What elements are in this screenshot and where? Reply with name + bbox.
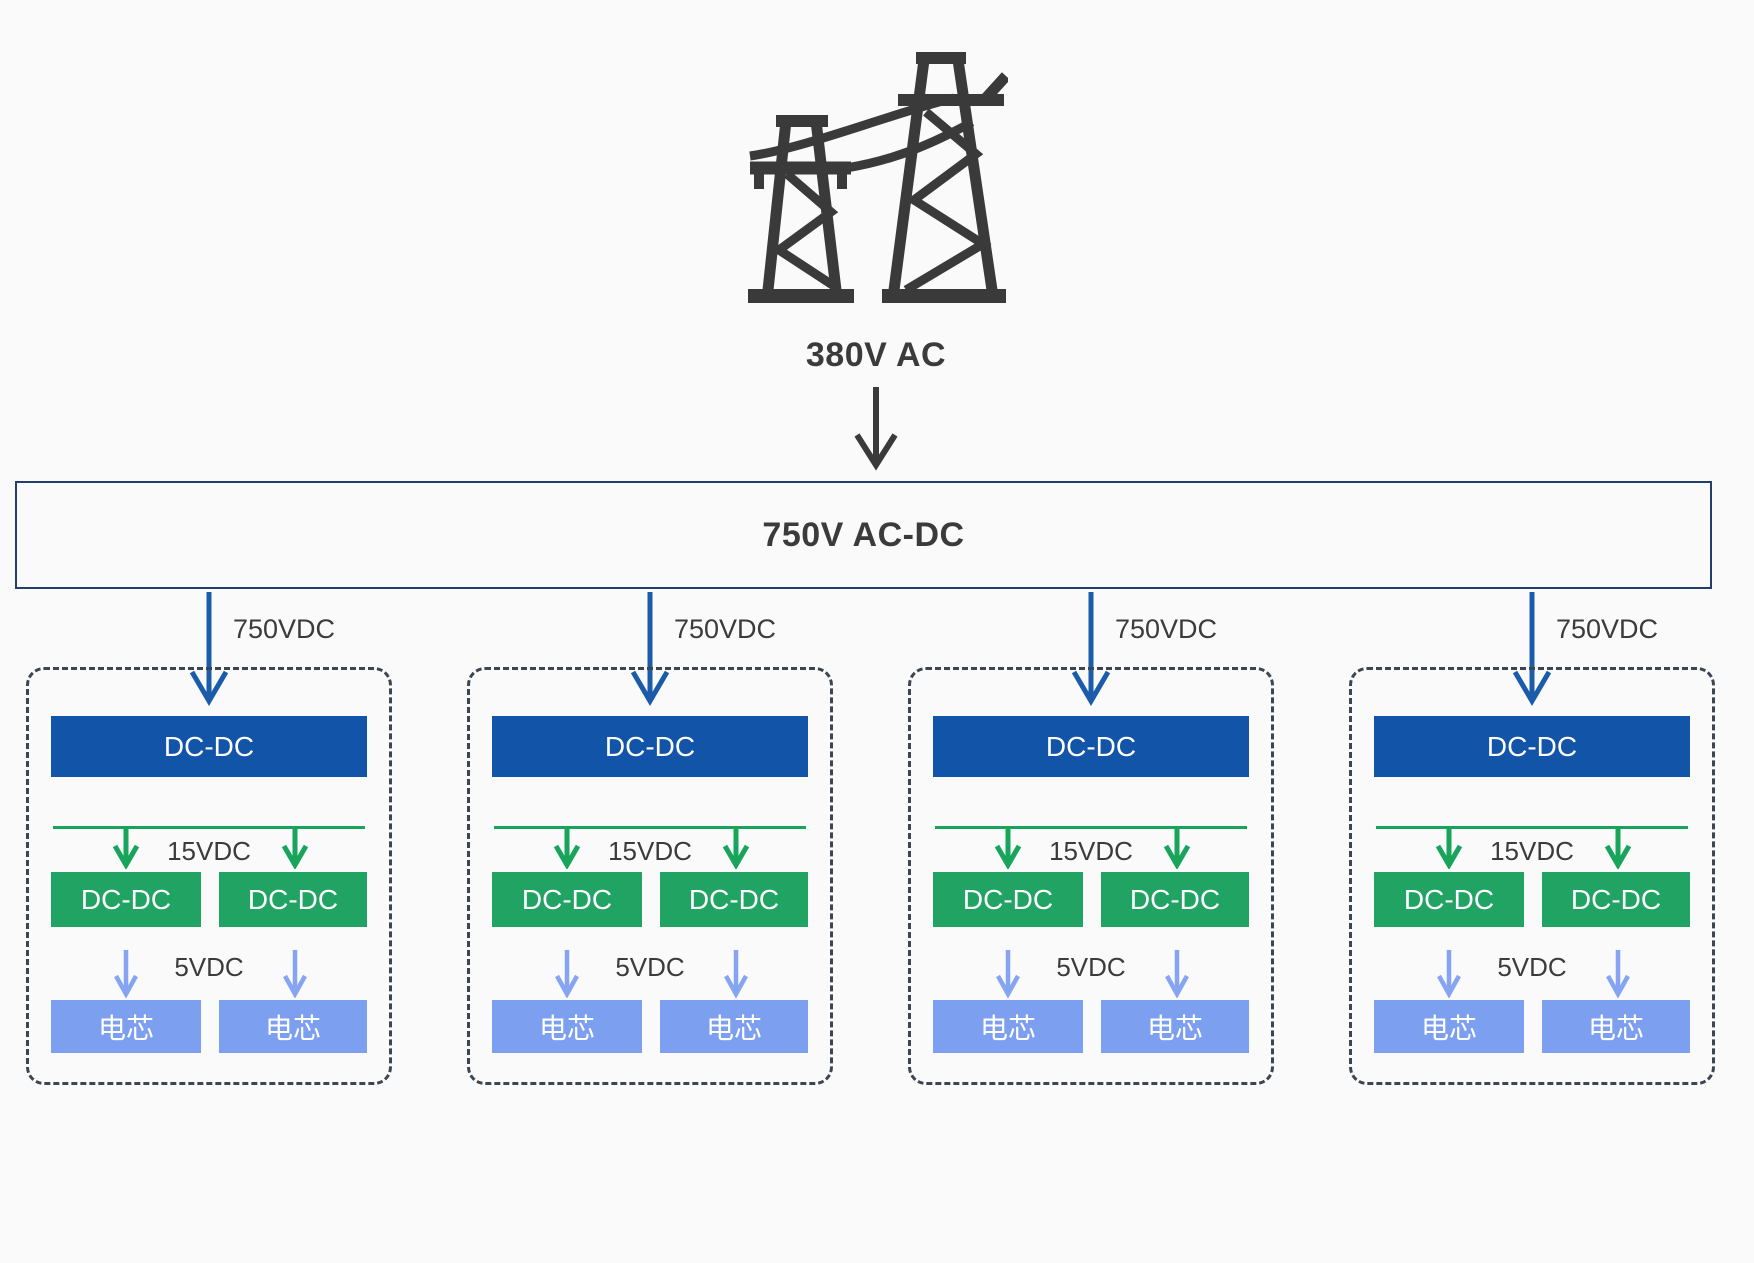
mid-bus-arrow xyxy=(1435,829,1463,869)
grid-to-converter-arrow xyxy=(854,387,898,471)
output-arrow xyxy=(283,950,307,998)
branch-dashed-border xyxy=(1349,667,1715,1085)
mid-bus-voltage-label: 15VDC xyxy=(608,836,692,866)
branch-input-arrow xyxy=(1512,592,1552,706)
mid-bus-voltage-label: 15VDC xyxy=(1490,836,1574,866)
branch-input-arrow xyxy=(630,592,670,706)
output-voltage-label: 5VDC xyxy=(615,952,685,982)
mid-bus-arrow xyxy=(722,829,750,869)
branch-group-1: 750VDC DC-DC 15VDC DC-DC DC-DC 5VDC 电芯 电… xyxy=(26,592,392,1102)
branch-input-arrow xyxy=(189,592,229,706)
branch-dashed-border xyxy=(908,667,1274,1085)
transmission-towers-icon xyxy=(748,52,1008,303)
branch-group-4: 750VDC DC-DC 15VDC DC-DC DC-DC 5VDC 电芯 电… xyxy=(1349,592,1715,1102)
battery-cell-box: 电芯 xyxy=(1101,1000,1249,1053)
secondary-dcdc-box: DC-DC xyxy=(219,872,367,927)
secondary-dcdc-box: DC-DC xyxy=(1101,872,1249,927)
secondary-dcdc-box: DC-DC xyxy=(1542,872,1690,927)
grid-source-label: 380V AC xyxy=(805,336,947,374)
output-arrow xyxy=(1606,950,1630,998)
output-arrow xyxy=(1437,950,1461,998)
mid-bus-arrow xyxy=(281,829,309,869)
battery-cell-box: 电芯 xyxy=(492,1000,642,1053)
mid-bus-line xyxy=(1376,826,1688,829)
output-voltage-label: 5VDC xyxy=(1497,952,1567,982)
output-arrow xyxy=(996,950,1020,998)
battery-cell-box: 电芯 xyxy=(1374,1000,1524,1053)
branch-input-voltage-label: 750VDC xyxy=(1556,614,1659,644)
mid-bus-line xyxy=(494,826,806,829)
output-voltage-label: 5VDC xyxy=(174,952,244,982)
output-arrow xyxy=(114,950,138,998)
primary-dcdc-box: DC-DC xyxy=(492,716,808,777)
acdc-converter-label: 750V AC-DC xyxy=(762,515,965,554)
mid-bus-line xyxy=(53,826,365,829)
branch-dashed-border xyxy=(26,667,392,1085)
battery-cell-box: 电芯 xyxy=(1542,1000,1690,1053)
branch-input-voltage-label: 750VDC xyxy=(233,614,336,644)
output-arrow xyxy=(1165,950,1189,998)
secondary-dcdc-box: DC-DC xyxy=(933,872,1083,927)
secondary-dcdc-box: DC-DC xyxy=(51,872,201,927)
branch-input-voltage-label: 750VDC xyxy=(674,614,777,644)
battery-cell-box: 电芯 xyxy=(660,1000,808,1053)
acdc-converter-box: 750V AC-DC xyxy=(15,481,1712,589)
output-arrow xyxy=(555,950,579,998)
battery-cell-box: 电芯 xyxy=(51,1000,201,1053)
battery-cell-box: 电芯 xyxy=(219,1000,367,1053)
mid-bus-arrow xyxy=(1163,829,1191,869)
branch-input-arrow xyxy=(1071,592,1111,706)
mid-bus-voltage-label: 15VDC xyxy=(167,836,251,866)
primary-dcdc-box: DC-DC xyxy=(51,716,367,777)
output-voltage-label: 5VDC xyxy=(1056,952,1126,982)
mid-bus-arrow xyxy=(553,829,581,869)
mid-bus-arrow xyxy=(112,829,140,869)
mid-bus-line xyxy=(935,826,1247,829)
secondary-dcdc-box: DC-DC xyxy=(660,872,808,927)
branch-input-voltage-label: 750VDC xyxy=(1115,614,1218,644)
primary-dcdc-box: DC-DC xyxy=(933,716,1249,777)
primary-dcdc-box: DC-DC xyxy=(1374,716,1690,777)
branch-group-3: 750VDC DC-DC 15VDC DC-DC DC-DC 5VDC 电芯 电… xyxy=(908,592,1274,1102)
mid-bus-voltage-label: 15VDC xyxy=(1049,836,1133,866)
branch-dashed-border xyxy=(467,667,833,1085)
mid-bus-arrow xyxy=(1604,829,1632,869)
battery-cell-box: 电芯 xyxy=(933,1000,1083,1053)
secondary-dcdc-box: DC-DC xyxy=(1374,872,1524,927)
branch-group-2: 750VDC DC-DC 15VDC DC-DC DC-DC 5VDC 电芯 电… xyxy=(467,592,833,1102)
mid-bus-arrow xyxy=(994,829,1022,869)
output-arrow xyxy=(724,950,748,998)
secondary-dcdc-box: DC-DC xyxy=(492,872,642,927)
